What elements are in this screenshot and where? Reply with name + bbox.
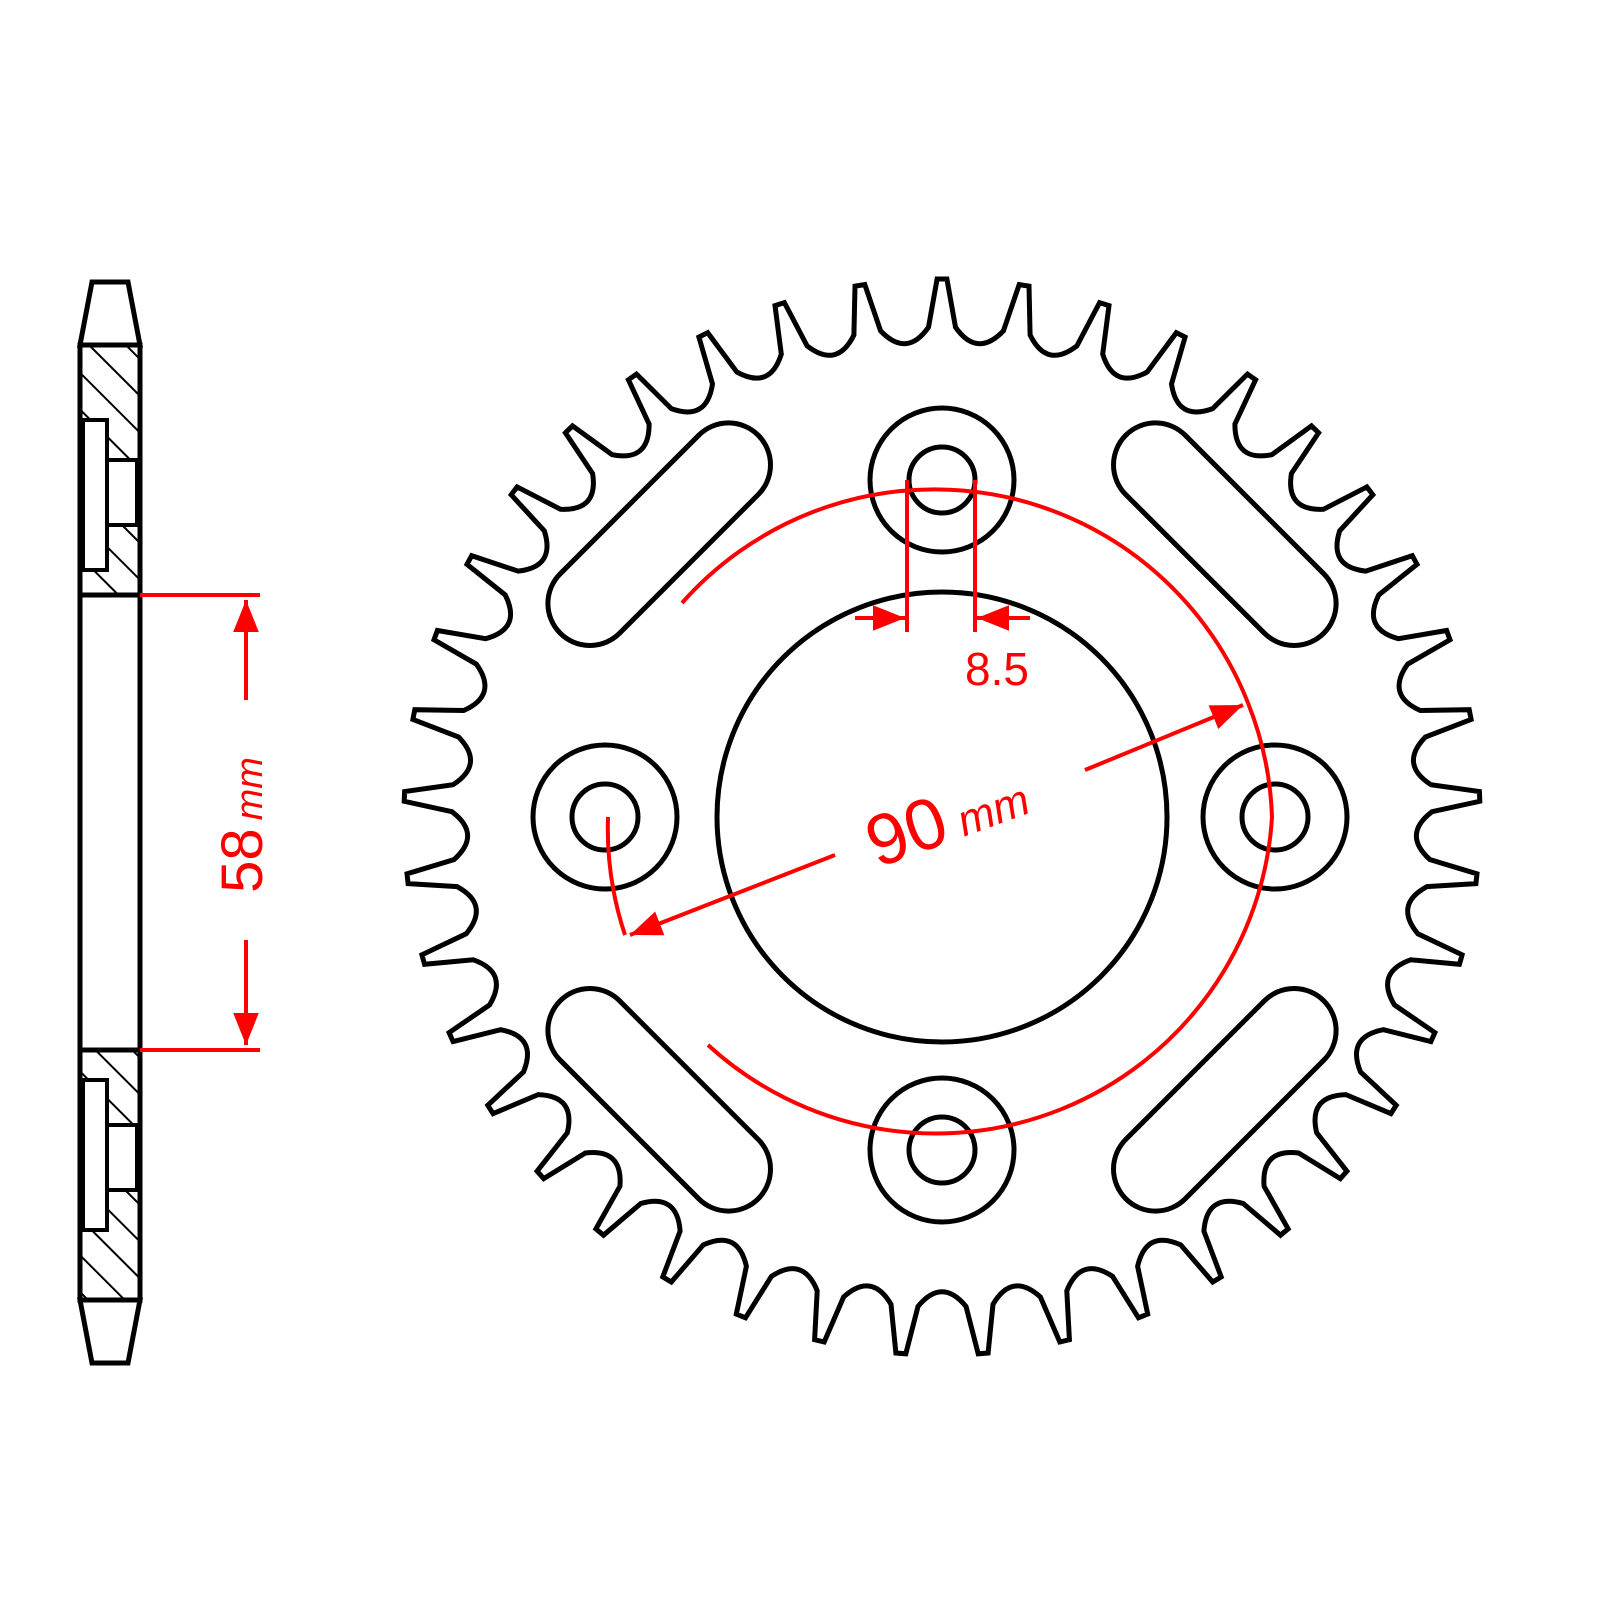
- bolt-hole-left: [530, 742, 680, 892]
- label-90mm: 90mm: [855, 752, 1038, 884]
- lightening-slot: [1111, 986, 1339, 1214]
- lightening-slot: [1111, 420, 1339, 648]
- sprocket-front-view: [401, 276, 1483, 1357]
- bolt-circle-arc-left: [605, 816, 627, 936]
- tooth-tip-bottom: [76, 1297, 144, 1366]
- bore-section: [77, 592, 143, 1053]
- side-section-view: [76, 279, 144, 1366]
- lightening-slot: [545, 986, 773, 1214]
- center-bore: [714, 589, 1170, 1045]
- lightening-slot: [545, 420, 773, 648]
- dimension-lines-front: [605, 480, 1275, 1136]
- sprocket-teeth-outline: [401, 276, 1483, 1357]
- label-58mm: 58mm: [210, 757, 275, 893]
- bolt-hole-bottom: [867, 1075, 1017, 1225]
- bolt-circle-arc-upper: [680, 487, 1250, 704]
- label-8-5: 8.5: [965, 643, 1029, 695]
- bolt-hole-right: [1200, 742, 1350, 892]
- dimension-58mm: [140, 593, 260, 1052]
- bolt-circle-arc-right: [706, 702, 1275, 1136]
- bolt-hole-top: [867, 405, 1017, 555]
- tooth-tip-top: [76, 279, 144, 348]
